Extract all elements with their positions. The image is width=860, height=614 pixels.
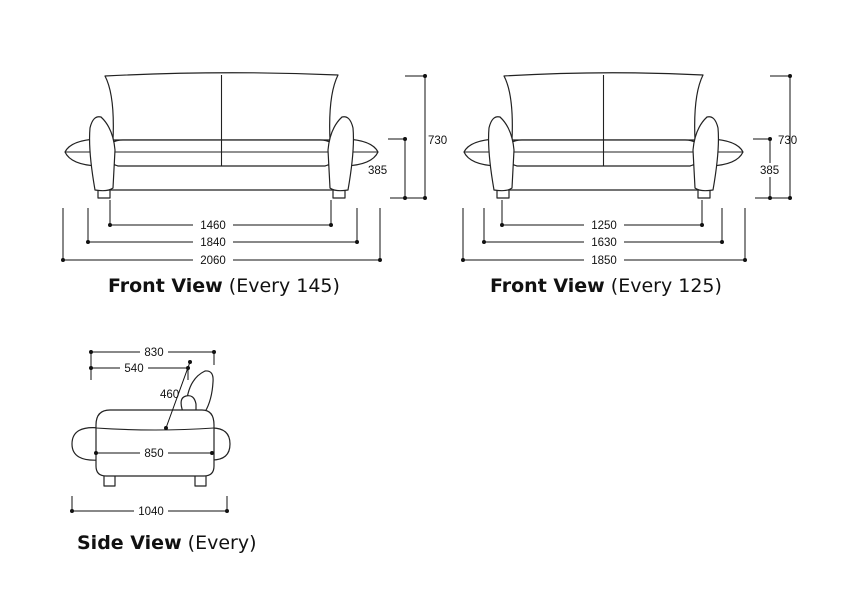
dim-inner-width: 1460 [200, 220, 226, 232]
dim-body-depth: 850 [144, 448, 163, 460]
side-view-title: Side View (Every) [77, 532, 257, 554]
sofa-legs [97, 189, 346, 199]
view-note: (Every 145) [228, 275, 340, 297]
sofa-legs [496, 189, 711, 199]
view-note: (Every 125) [610, 275, 722, 297]
front-view-1-dimensions: 1460 1840 2060 730 385 [61, 74, 447, 267]
front-view-2-title: Front View (Every 125) [490, 275, 722, 297]
front-view-sofa-2060 [64, 72, 379, 199]
left-arm [88, 116, 116, 192]
side-view-sofa [71, 370, 231, 487]
dim-back-height: 460 [160, 389, 179, 401]
dim-overall-width: 2060 [200, 255, 226, 267]
right-arm [692, 116, 720, 192]
dim-overall-width: 1850 [591, 255, 617, 267]
dim-overall-depth: 1040 [138, 506, 164, 518]
sofa-base [110, 164, 333, 191]
cushion-divider [508, 140, 699, 166]
front-view-2-dimensions: 1250 1630 1850 730 385 [461, 74, 797, 267]
view-title: Front View [108, 275, 223, 297]
dim-height: 730 [778, 135, 797, 147]
view-title: Front View [490, 275, 605, 297]
dim-inner-width: 1250 [591, 220, 617, 232]
front-view-1-title: Front View (Every 145) [108, 275, 340, 297]
view-note: (Every) [187, 532, 257, 554]
view-title: Side View [77, 532, 182, 554]
right-arm [327, 116, 355, 192]
left-arm [487, 116, 515, 192]
dim-seat-depth: 540 [124, 363, 143, 375]
cushion-divider [109, 140, 334, 166]
dim-seat-height: 385 [368, 165, 387, 177]
side-view-dimensions: 830 540 460 850 1040 [70, 345, 229, 518]
dim-middle-width: 1840 [200, 237, 226, 249]
dim-middle-width: 1630 [591, 237, 617, 249]
dim-height: 730 [428, 135, 447, 147]
front-view-sofa-1850 [463, 72, 744, 199]
dim-depth: 830 [144, 347, 163, 359]
dim-seat-height: 385 [760, 165, 779, 177]
sofa-base [509, 164, 698, 191]
